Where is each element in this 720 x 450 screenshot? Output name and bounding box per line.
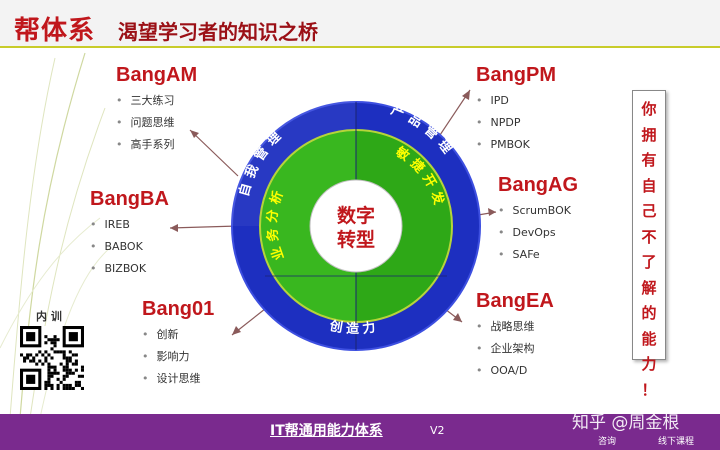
inner-ring-left bbox=[260, 130, 356, 322]
arrowhead-01 bbox=[232, 326, 241, 335]
center-line1: 数字 bbox=[337, 204, 375, 227]
page-subtitle: 渴望学习者的知识之桥 bbox=[118, 20, 318, 44]
group-am-title: BangAM bbox=[116, 64, 198, 86]
qr-code-icon bbox=[20, 326, 84, 390]
footer-title: IT帮通用能力体系 bbox=[270, 423, 383, 439]
arrow-am bbox=[189, 129, 239, 177]
arrowhead-ba bbox=[170, 224, 178, 232]
list-item: •BABOK bbox=[90, 240, 143, 253]
list-item: •三大练习 bbox=[116, 94, 175, 107]
group-am-list: •三大练习 •问题思维 •高手系列 bbox=[116, 90, 175, 156]
inner-ring-right bbox=[356, 130, 452, 322]
list-item: •创新 bbox=[142, 328, 179, 341]
group-01-title: Bang01 bbox=[142, 298, 215, 320]
list-item: •影响力 bbox=[142, 350, 190, 363]
group-ea-title: BangEA bbox=[476, 290, 554, 312]
group-ba-list: •IREB •BABOK •BIZBOK bbox=[90, 214, 146, 280]
list-item: •问题思维 bbox=[116, 116, 175, 129]
qr-label: 内 训 bbox=[36, 310, 62, 323]
list-item: •IPD bbox=[476, 94, 509, 107]
footer-menu-courses[interactable]: 线下课程 bbox=[658, 437, 695, 447]
group-ea-list: •战略思维 •企业架构 •OOA/D bbox=[476, 316, 535, 382]
group-ag-list: •ScrumBOK •DevOps •SAFe bbox=[498, 200, 571, 266]
center-circle bbox=[309, 179, 403, 273]
list-item: •NPDP bbox=[476, 116, 521, 129]
header-bar bbox=[0, 0, 720, 46]
list-item: •ScrumBOK bbox=[498, 204, 571, 217]
list-item: •战略思维 bbox=[476, 320, 535, 333]
header-divider bbox=[0, 46, 720, 48]
side-note-text: 你拥有自己不了解的能力！ bbox=[641, 100, 657, 399]
group-ag-title: BangAG bbox=[498, 174, 578, 196]
footer-menu-consult[interactable]: 咨询 bbox=[598, 437, 617, 447]
list-item: •BIZBOK bbox=[90, 262, 147, 275]
list-item: •OOA/D bbox=[476, 364, 528, 377]
brand-title: 帮体系 bbox=[14, 16, 96, 46]
list-item: •PMBOK bbox=[476, 138, 530, 151]
group-ba-title: BangBA bbox=[90, 188, 169, 210]
footer-version: V2 bbox=[430, 424, 445, 437]
list-item: •IREB bbox=[90, 218, 130, 231]
list-item: •高手系列 bbox=[116, 138, 175, 151]
arrowhead-ag bbox=[488, 208, 496, 216]
arrowhead-pm bbox=[462, 90, 470, 100]
watermark-text: 知乎 @周金根 bbox=[572, 413, 680, 433]
list-item: •SAFe bbox=[498, 248, 540, 261]
side-note-box: 你拥有自己不了解的能力！ bbox=[632, 90, 666, 399]
arrowhead-ea bbox=[453, 313, 462, 322]
group-pm-list: •IPD •NPDP •PMBOK bbox=[476, 90, 530, 156]
group-pm-title: BangPM bbox=[476, 64, 556, 86]
center-line2: 转型 bbox=[337, 228, 375, 251]
decorative-leaf-lines bbox=[0, 52, 110, 418]
arrow-ba bbox=[169, 225, 239, 229]
group-01-list: •创新 •影响力 •设计思维 bbox=[142, 324, 201, 390]
arrowhead-am bbox=[190, 130, 199, 138]
outer-label-bottom: 创造力 bbox=[327, 318, 380, 337]
list-item: •企业架构 bbox=[476, 342, 535, 355]
footer-bar bbox=[0, 414, 720, 450]
list-item: •设计思维 bbox=[142, 372, 201, 385]
list-item: •DevOps bbox=[498, 226, 556, 239]
